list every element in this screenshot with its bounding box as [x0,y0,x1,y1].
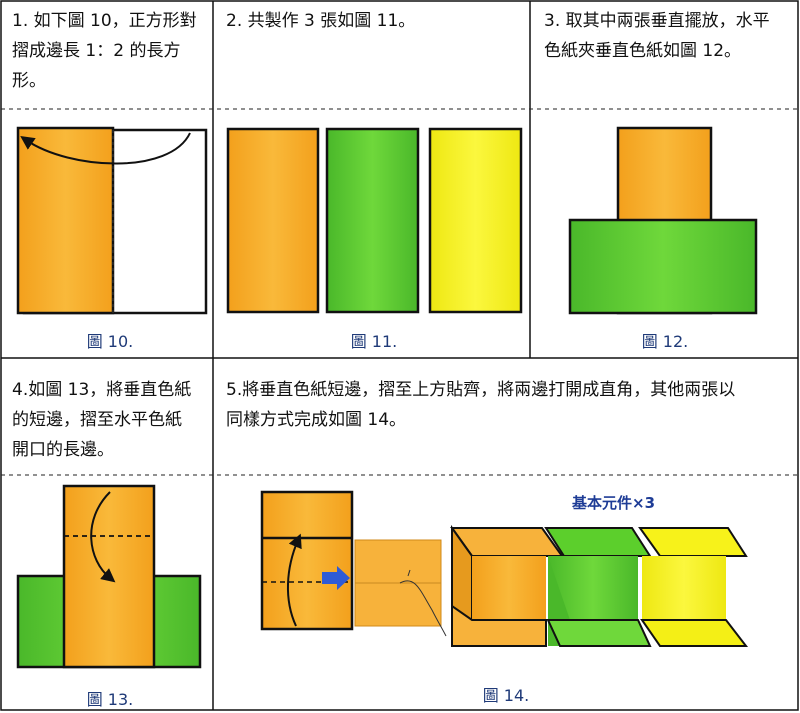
caption-fig-12: 圖 12. [641,332,689,351]
figure-14 [260,490,749,647]
figure-12 [568,126,758,315]
caption-fig-11: 圖 11. [350,332,398,351]
figure-10 [16,126,208,315]
caption-fig-14: 圖 14. [482,686,530,705]
figure-11 [226,127,523,314]
figure-13 [16,484,202,669]
fold-arrow [287,533,302,627]
step-1-text: 1. 如下圖 10，正方形對 摺成邊長 1：2 的長方 形。 [12,11,197,91]
blue-arrow-icon [322,566,350,590]
basic-unit-label: 基本元件×3 [572,494,656,512]
step-4-text: 4.如圖 13，將垂直色紙 的短邊，摺至水平色紙 開口的長邊。 [12,380,192,460]
caption-fig-10: 圖 10. [86,332,134,351]
caption-fig-13: 圖 13. [86,690,134,709]
step-3-text: 3. 取其中兩張垂直擺放，水平 色紙夾垂直色紙如圖 12。 [544,11,770,61]
fold-arrow [20,132,191,165]
step-5-text: 5.將垂直色紙短邊，摺至上方貼齊，將兩邊打開成直角，其他兩張以 同樣方式完成如圖… [226,380,736,430]
step-2-text: 2. 共製作 3 張如圖 11。 [226,11,416,31]
dashed-dividers [1,108,798,476]
fold-arrow [90,491,116,583]
